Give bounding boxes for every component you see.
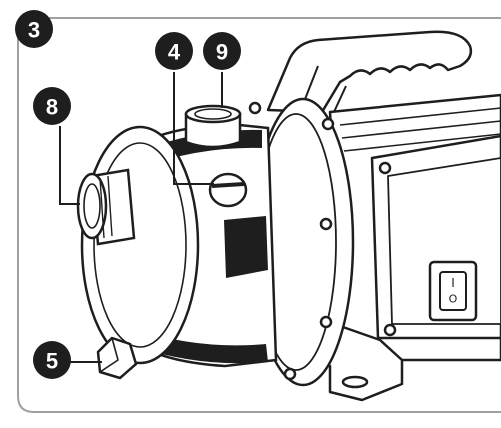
inlet-port [76, 168, 136, 246]
outlet-port [184, 104, 242, 149]
power-switch[interactable]: I O [428, 260, 478, 322]
switch-on-symbol: I [451, 276, 455, 290]
callout-badge: 9 [203, 32, 241, 70]
carry-handle [266, 30, 473, 114]
callout-badge: 5 [33, 341, 71, 379]
switch-off-symbol: O [449, 293, 458, 306]
callout-badge: 4 [155, 32, 193, 70]
callout-label: 8 [46, 95, 58, 120]
pump-flange [248, 97, 355, 387]
vent-screw [208, 172, 248, 208]
drain-plug [96, 336, 138, 380]
callout-label: 5 [46, 349, 58, 374]
figure-number: 3 [28, 18, 40, 43]
callout-label: 4 [168, 40, 181, 65]
callout-label: 9 [216, 40, 228, 65]
callout-badge: 8 [33, 87, 71, 125]
rating-label [224, 216, 268, 278]
figure-number-badge: 3 [15, 10, 53, 48]
callout-leaders [59, 72, 223, 363]
